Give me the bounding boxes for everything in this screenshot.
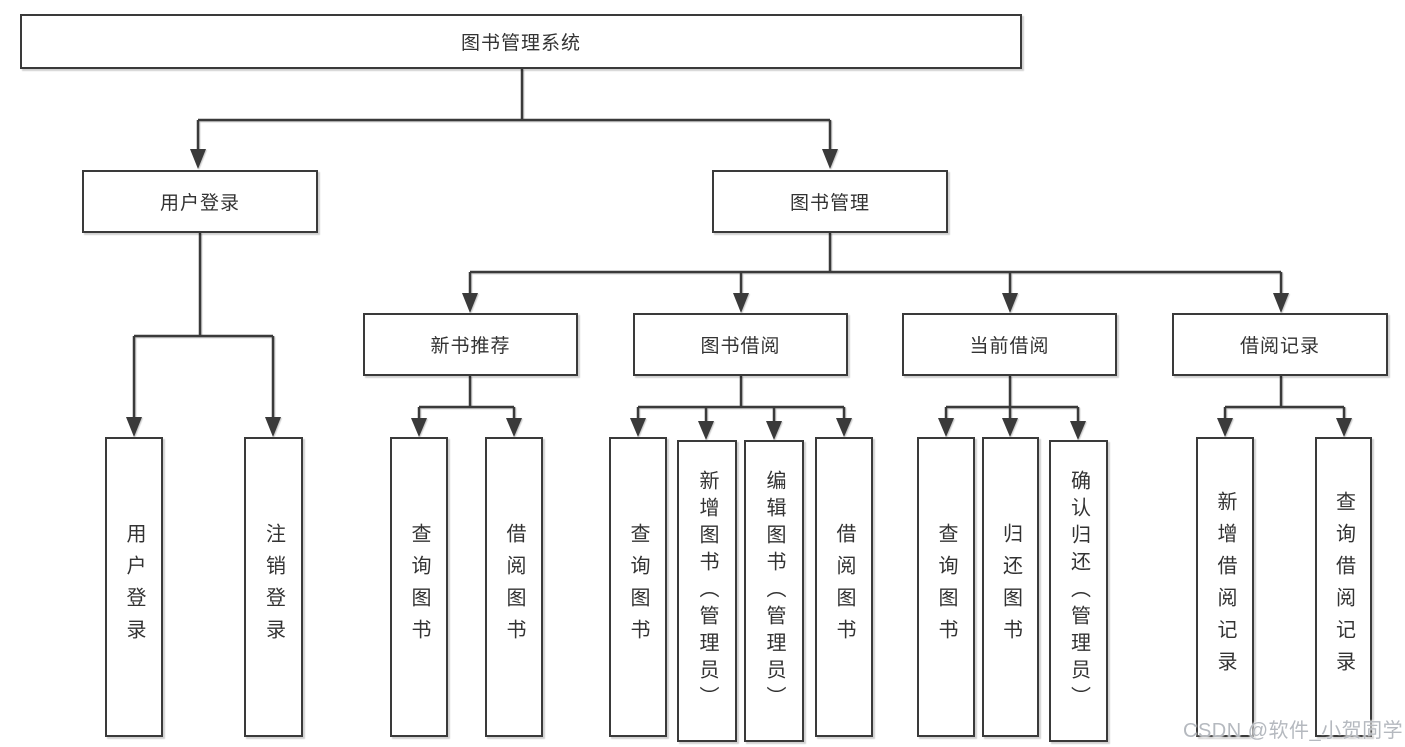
node-book-borrow: 图书借阅 <box>633 313 848 376</box>
node-leaf-cb-query-books-label: 查询图书 <box>935 523 957 651</box>
node-root-label: 图书管理系统 <box>460 33 581 54</box>
node-leaf-cb-return-books-label: 归还图书 <box>999 523 1022 651</box>
node-leaf-br-query-record-label: 查询借阅记录 <box>1332 491 1355 683</box>
node-leaf-bb-add-books-label: 新增图书（管理员） <box>696 469 718 713</box>
node-book-management-label: 图书管理 <box>789 193 870 214</box>
node-leaf-bb-borrow-books-label: 借阅图书 <box>833 523 855 651</box>
node-leaf-bb-borrow-books: 借阅图书 <box>815 437 873 737</box>
connector-user-login-to-leaves <box>126 233 281 437</box>
node-leaf-br-add-record: 新增借阅记录 <box>1196 437 1254 737</box>
node-leaf-bb-query-books-label: 查询图书 <box>627 523 649 651</box>
node-leaf-user-login: 用户登录 <box>105 437 163 737</box>
node-leaf-bb-query-books: 查询图书 <box>609 437 667 737</box>
node-leaf-logout: 注销登录 <box>244 437 303 737</box>
node-leaf-logout-label: 注销登录 <box>262 523 285 651</box>
node-leaf-bb-edit-books: 编辑图书（管理员） <box>744 440 804 742</box>
node-borrow-records: 借阅记录 <box>1172 313 1388 376</box>
node-leaf-br-query-record: 查询借阅记录 <box>1315 437 1372 737</box>
node-user-login-group: 用户登录 <box>82 170 318 233</box>
node-borrow-records-label: 借阅记录 <box>1239 336 1320 357</box>
node-root: 图书管理系统 <box>20 14 1022 69</box>
node-leaf-br-add-record-label: 新增借阅记录 <box>1214 491 1236 683</box>
node-current-borrow: 当前借阅 <box>902 313 1117 376</box>
node-user-login-group-label: 用户登录 <box>159 193 240 214</box>
connector-new-book-recommend-to-leaves <box>411 376 522 437</box>
node-leaf-nbr-query-books: 查询图书 <box>390 437 448 737</box>
node-leaf-cb-query-books: 查询图书 <box>917 437 975 737</box>
node-new-book-recommend-label: 新书推荐 <box>430 336 511 357</box>
node-book-management: 图书管理 <box>712 170 948 233</box>
node-leaf-bb-edit-books-label: 编辑图书（管理员） <box>763 469 785 713</box>
node-leaf-user-login-label: 用户登录 <box>123 523 145 651</box>
node-leaf-nbr-borrow-books-label: 借阅图书 <box>503 523 525 651</box>
connector-root-to-level2 <box>190 69 838 169</box>
node-leaf-cb-return-books: 归还图书 <box>982 437 1039 737</box>
node-leaf-cb-confirm-return-label: 确认归还（管理员） <box>1067 469 1090 713</box>
node-current-borrow-label: 当前借阅 <box>969 336 1050 357</box>
connector-current-borrow-to-leaves <box>938 376 1086 440</box>
node-leaf-bb-add-books: 新增图书（管理员） <box>677 440 737 742</box>
csdn-watermark: CSDN @软件_小贺同学 <box>1183 720 1404 742</box>
node-leaf-cb-confirm-return: 确认归还（管理员） <box>1049 440 1108 742</box>
node-leaf-nbr-borrow-books: 借阅图书 <box>485 437 543 737</box>
connector-book-management-to-level3 <box>462 233 1289 313</box>
connector-book-borrow-to-leaves <box>630 376 852 440</box>
connector-borrow-records-to-leaves <box>1217 376 1352 437</box>
node-book-borrow-label: 图书借阅 <box>700 336 781 357</box>
node-leaf-nbr-query-books-label: 查询图书 <box>408 523 430 651</box>
node-new-book-recommend: 新书推荐 <box>363 313 578 376</box>
